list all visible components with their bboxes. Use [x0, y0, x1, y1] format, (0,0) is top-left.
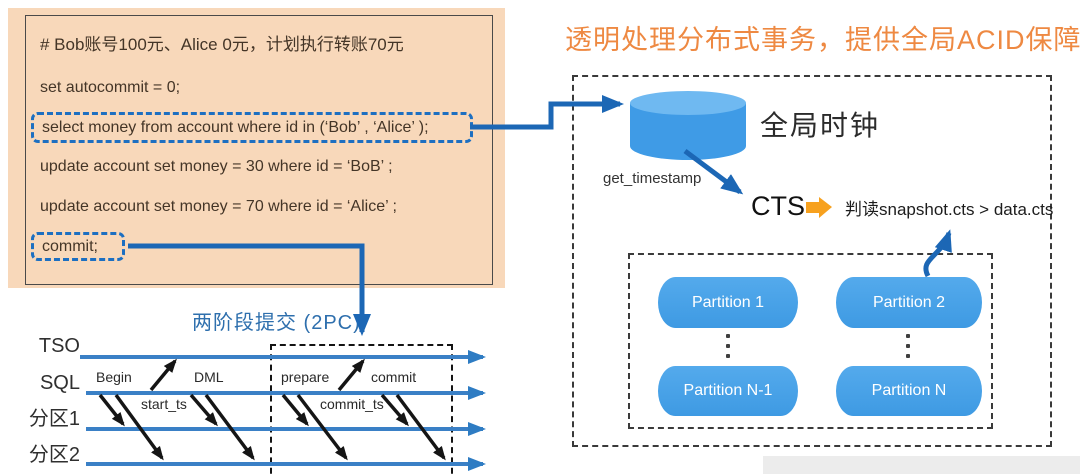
two-pc-phase-box	[270, 344, 453, 474]
lane-label-sql: SQL	[39, 372, 80, 394]
global-clock-panel	[572, 75, 1052, 447]
partition-label: Partition N	[871, 382, 947, 399]
two-pc-title: 两阶段提交 (2PC)	[192, 312, 361, 334]
orange-right-arrow-icon	[806, 197, 834, 218]
vertical-ellipsis-icon	[906, 334, 910, 338]
code-line-select: select money from account where id in (‘…	[42, 119, 429, 136]
dml-to-partition1-arrow	[189, 393, 218, 427]
start-ts-label: start_ts	[141, 396, 187, 412]
cts-label: CTS	[751, 191, 805, 221]
select-statement-highlight: select money from account where id in (‘…	[31, 112, 473, 143]
partition-label: Partition 1	[691, 294, 765, 311]
database-cylinder-icon	[630, 91, 746, 160]
code-line-update-alice: update account set money = 70 where id =…	[40, 198, 397, 215]
code-panel	[8, 8, 505, 288]
partition-box-2: Partition 2	[836, 277, 982, 328]
lane-label-tso: TSO	[38, 335, 80, 357]
global-clock-label: 全局时钟	[760, 110, 881, 141]
partition-panel	[628, 253, 993, 429]
vertical-ellipsis-icon	[726, 334, 730, 338]
dml-to-partition2-arrow	[204, 393, 255, 461]
commit-statement-highlight: commit;	[31, 232, 125, 261]
begin-to-partition1-arrow	[98, 393, 125, 427]
partition-label: Partition N-1	[683, 382, 773, 399]
code-line-autocommit: set autocommit = 0;	[40, 79, 181, 96]
get-timestamp-label: get_timestamp	[603, 170, 702, 187]
partition-label: Partition 2	[872, 294, 946, 311]
page-title: 透明处理分布式事务，提供全局ACID保障	[565, 25, 1080, 55]
start-ts-arrow	[149, 358, 177, 392]
partition-box-n-1: Partition N-1	[658, 366, 798, 416]
partition-box-1: Partition 1	[658, 277, 798, 328]
lane-label-partition1: 分区1	[28, 408, 80, 430]
lane-label-partition2: 分区2	[28, 444, 80, 466]
commit-label: commit	[371, 369, 417, 385]
watermark-strip	[763, 456, 1080, 474]
commit-ts-label: commit_ts	[320, 396, 384, 412]
dml-label: DML	[194, 369, 224, 385]
partition-box-n: Partition N	[836, 366, 982, 416]
code-line-commit: commit;	[42, 238, 98, 255]
begin-label: Begin	[96, 369, 132, 385]
code-line-comment: # Bob账号100元、Alice 0元，计划执行转账70元	[40, 35, 404, 54]
code-line-update-bob: update account set money = 30 where id =…	[40, 158, 393, 175]
snapshot-judge-label: 判读snapshot.cts > data.cts	[845, 200, 1054, 219]
prepare-label: prepare	[281, 369, 330, 385]
